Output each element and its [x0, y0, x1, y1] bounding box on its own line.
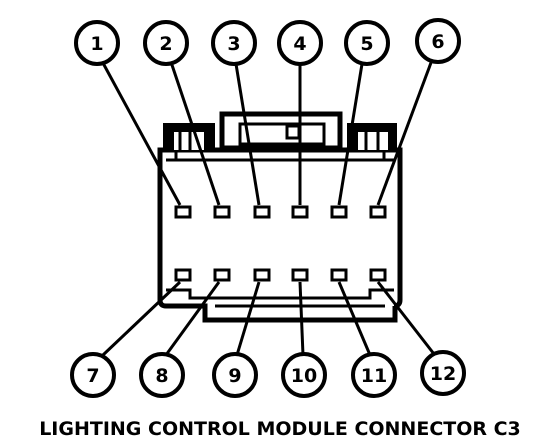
- callout-pin-8: 8: [139, 352, 185, 398]
- cavity-1: [174, 205, 192, 219]
- svg-text:6: 6: [431, 31, 444, 53]
- cavity-11: [330, 268, 348, 282]
- callout-pin-3: 3: [211, 20, 257, 66]
- callout-pin-11: 11: [351, 352, 397, 398]
- top-row-cavities: [174, 205, 387, 219]
- cavity-9: [253, 268, 271, 282]
- callout-pin-6: 6: [415, 18, 461, 64]
- cavity-3: [253, 205, 271, 219]
- cavity-4: [291, 205, 309, 219]
- callout-pin-1: 1: [74, 20, 120, 66]
- cavity-6: [369, 205, 387, 219]
- svg-text:11: 11: [361, 365, 387, 387]
- svg-text:1: 1: [90, 33, 103, 55]
- connector-body: [157, 111, 403, 323]
- callout-pin-2: 2: [143, 20, 189, 66]
- callout-pin-12: 12: [420, 350, 466, 396]
- callout-pin-7: 7: [70, 352, 116, 398]
- svg-text:5: 5: [360, 33, 373, 55]
- leader-lines: [101, 59, 436, 357]
- svg-text:12: 12: [430, 363, 456, 385]
- cavity-8: [213, 268, 231, 282]
- cavity-5: [330, 205, 348, 219]
- svg-text:10: 10: [291, 365, 317, 387]
- cavity-7: [174, 268, 192, 282]
- callout-pin-10: 10: [281, 352, 327, 398]
- svg-text:9: 9: [228, 365, 241, 387]
- svg-text:3: 3: [227, 33, 240, 55]
- cavity-12: [369, 268, 387, 282]
- svg-text:7: 7: [86, 365, 99, 387]
- svg-text:4: 4: [293, 33, 306, 55]
- callout-pin-4: 4: [277, 20, 323, 66]
- svg-text:8: 8: [155, 365, 168, 387]
- diagram-caption: LIGHTING CONTROL MODULE CONNECTOR C3: [39, 418, 521, 440]
- svg-text:2: 2: [159, 33, 172, 55]
- cavity-10: [291, 268, 309, 282]
- callout-pin-9: 9: [212, 352, 258, 398]
- bottom-row-cavities: [174, 268, 387, 282]
- callout-pin-5: 5: [344, 20, 390, 66]
- cavity-2: [213, 205, 231, 219]
- bottom-callouts: 7 8 9 10 11 12: [70, 350, 466, 398]
- top-callouts: 1 2 3 4 5 6: [74, 18, 461, 66]
